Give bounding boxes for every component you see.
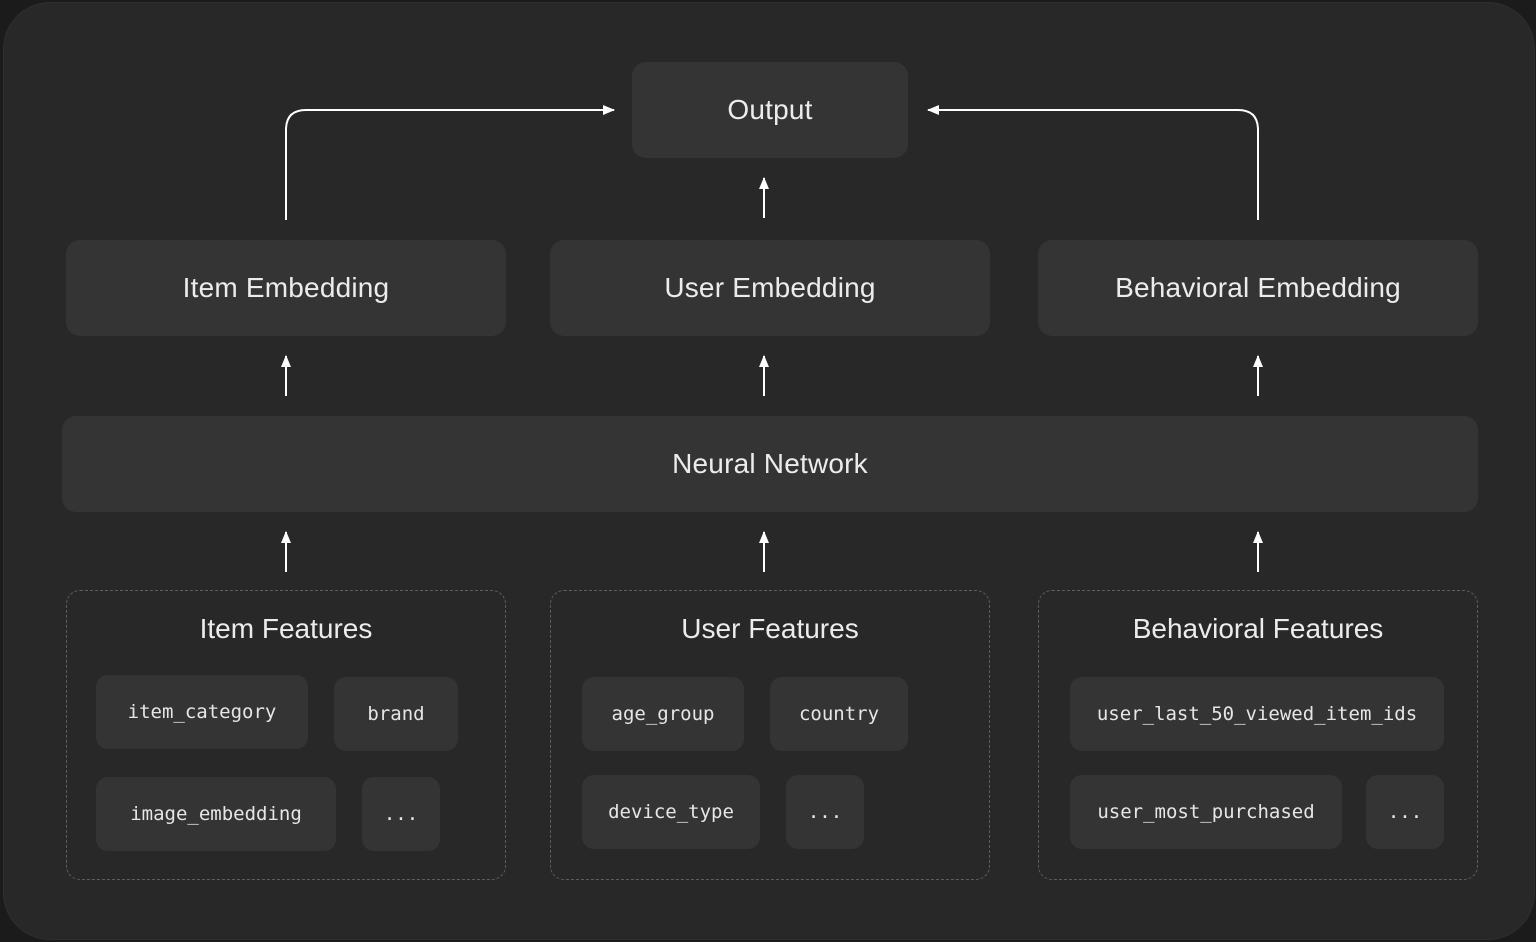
output-label: Output bbox=[727, 94, 813, 125]
behavioral-features-title: Behavioral Features bbox=[1132, 613, 1384, 644]
feature-chip-age-group: age_group bbox=[582, 677, 744, 751]
item-embedding-box: Item Embedding bbox=[66, 240, 506, 336]
output-box: Output bbox=[632, 62, 908, 158]
feature-chip-image-embedding: image_embedding bbox=[96, 777, 336, 851]
feature-chip-country: country bbox=[770, 677, 908, 751]
item-features-group: Item Features item_category brand image_… bbox=[66, 590, 506, 880]
behavioral-embedding-label: Behavioral Embedding bbox=[1115, 272, 1401, 303]
item-features-title: Item Features bbox=[199, 613, 373, 644]
user-features-group: User Features age_group country device_t… bbox=[550, 590, 990, 880]
feature-chip-behavioral-more: ... bbox=[1366, 775, 1444, 849]
neural-network-box: Neural Network bbox=[62, 416, 1478, 512]
user-features-title: User Features bbox=[681, 613, 859, 644]
feature-chip-user-more: ... bbox=[786, 775, 864, 849]
feature-chip-item-more: ... bbox=[362, 777, 440, 851]
feature-chip-device-type: device_type bbox=[582, 775, 760, 849]
behavioral-features-group: Behavioral Features user_last_50_viewed_… bbox=[1038, 590, 1478, 880]
feature-chip-user-last-50-viewed-item-ids: user_last_50_viewed_item_ids bbox=[1070, 677, 1444, 751]
neural-network-label: Neural Network bbox=[672, 448, 868, 479]
behavioral-embedding-box: Behavioral Embedding bbox=[1038, 240, 1478, 336]
feature-chip-user-most-purchased: user_most_purchased bbox=[1070, 775, 1342, 849]
item-embedding-label: Item Embedding bbox=[182, 272, 390, 303]
user-embedding-label: User Embedding bbox=[664, 272, 876, 303]
feature-chip-item-category: item_category bbox=[96, 675, 308, 749]
feature-chip-brand: brand bbox=[334, 677, 458, 751]
user-embedding-box: User Embedding bbox=[550, 240, 990, 336]
